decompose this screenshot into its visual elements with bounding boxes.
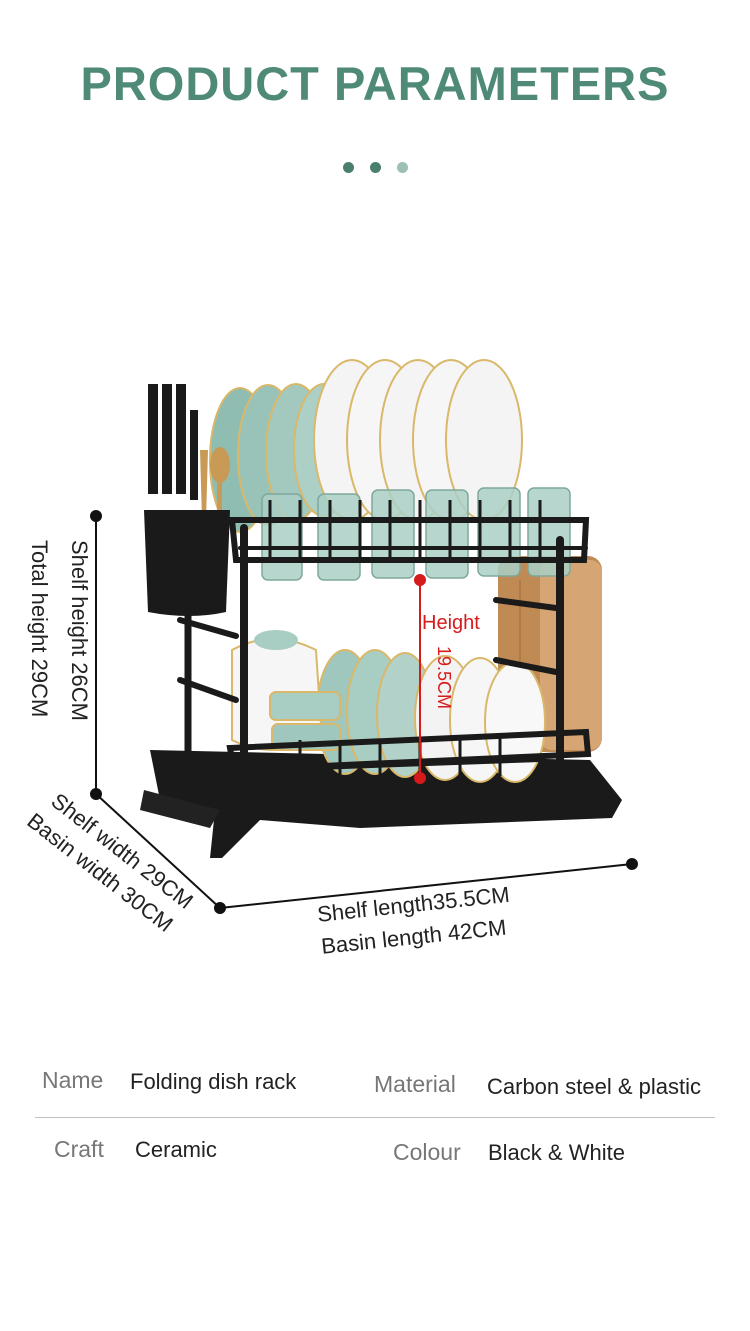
dot-2 (369, 162, 381, 173)
inner-height-value: 19.5CM (434, 646, 454, 710)
rack-wires (268, 500, 542, 785)
material-label: Material (374, 1071, 456, 1097)
pagination-dots (0, 160, 750, 178)
name-value: Folding dish rack (130, 1069, 297, 1094)
shelf-height-label: Shelf height 26CM (67, 540, 92, 721)
utensil-holder (144, 384, 230, 616)
params-row-2: Craft Ceramic Colour Black & White (0, 1130, 750, 1180)
inner-height-line (414, 574, 426, 784)
colour-value: Black & White (488, 1140, 625, 1165)
craft-label: Craft (54, 1136, 104, 1162)
params-row-1: Name Folding dish rack Material Carbon s… (0, 1065, 750, 1115)
teapot-and-cups (231, 630, 341, 751)
total-height-label: Total height 29CM (27, 540, 52, 718)
dot-3 (396, 162, 408, 173)
colour-label: Colour (393, 1139, 461, 1165)
upper-plates-white (313, 359, 523, 521)
dot-1 (342, 162, 354, 173)
parameters-table: Name Folding dish rack Material Carbon s… (0, 1050, 750, 1190)
rack-frame (177, 517, 592, 794)
inner-height-label: Height (422, 612, 480, 634)
dimension-lines (90, 510, 638, 914)
lower-plates (316, 649, 546, 783)
material-value: Carbon steel & plastic (487, 1074, 701, 1099)
name-label: Name (42, 1067, 104, 1093)
craft-value: Ceramic (135, 1137, 217, 1162)
params-divider (35, 1117, 715, 1118)
page-title: PRODUCT PARAMETERS (80, 57, 670, 110)
